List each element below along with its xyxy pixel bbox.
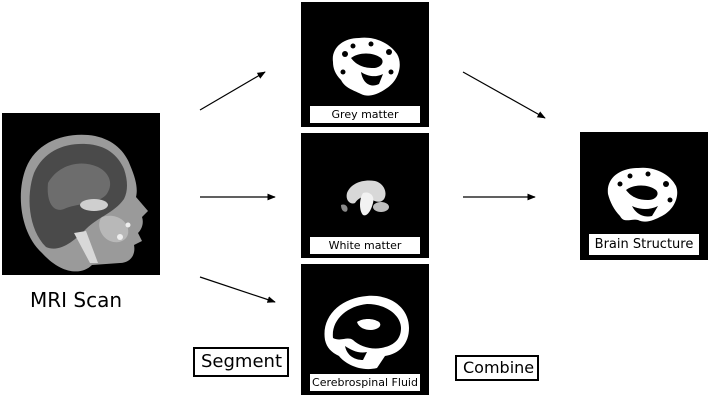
brain-structure-label: Brain Structure	[588, 233, 700, 256]
mri-scan-label: MRI Scan	[30, 288, 123, 312]
brain-structure-panel: Brain Structure	[580, 132, 708, 260]
grey-matter-panel: Grey matter	[301, 2, 429, 127]
combine-step-label: Combine	[455, 355, 539, 381]
arrow-mri-to-grey	[199, 71, 266, 111]
grey-matter-label: Grey matter	[309, 105, 421, 124]
arrow-mri-to-csf	[199, 276, 276, 303]
white-matter-panel: White matter	[301, 133, 429, 258]
cerebrospinal-fluid-label: Cerebrospinal Fluid	[309, 373, 421, 392]
segment-step-label: Segment	[193, 347, 289, 377]
cerebrospinal-fluid-panel: Cerebrospinal Fluid	[301, 264, 429, 395]
white-matter-label: White matter	[309, 236, 421, 255]
mri-scan-image	[2, 113, 160, 275]
arrow-grey-to-result	[462, 71, 546, 119]
